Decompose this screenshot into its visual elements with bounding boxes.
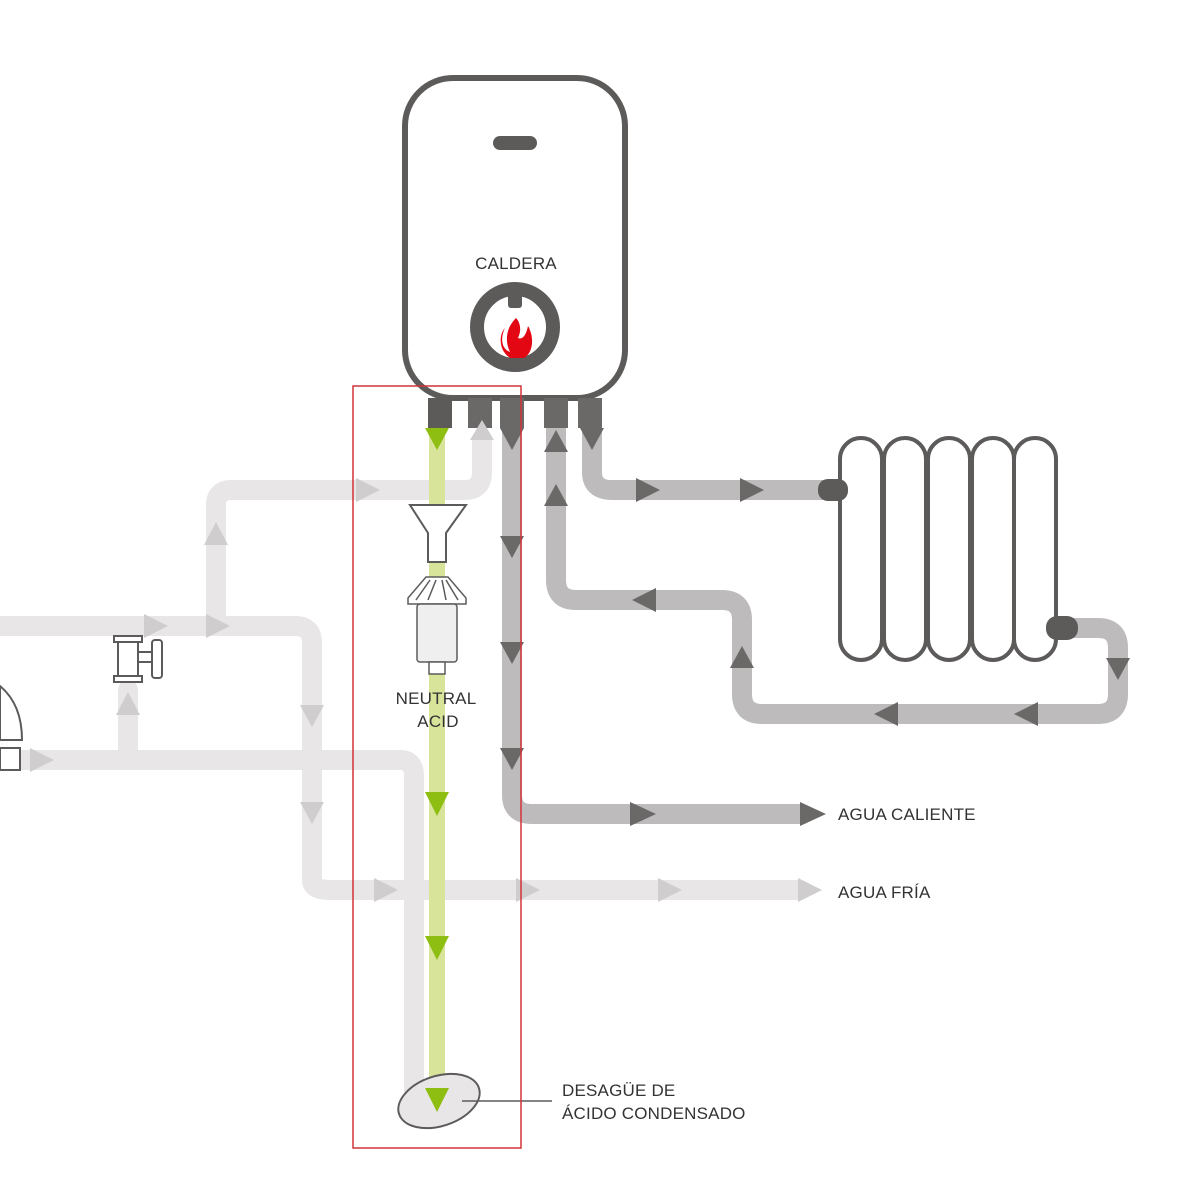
heating-return-pipe (546, 402, 1128, 724)
flame-icon (500, 318, 533, 358)
flow-arrow (425, 1088, 449, 1112)
radiator-outlet-valve (1046, 616, 1078, 640)
valve-icon (113, 635, 163, 683)
heating-arrows (500, 428, 1130, 826)
flow-arrow (356, 478, 380, 502)
cold-branch-to-boiler (206, 430, 492, 636)
cold-water-label: AGUA FRÍA (838, 883, 931, 902)
flow-arrow (740, 478, 764, 502)
boiler-label: CALDERA (475, 254, 557, 273)
neutralizer-label-line2: ACID (417, 712, 458, 731)
flow-arrow (730, 646, 754, 668)
flow-arrow (374, 878, 398, 902)
drain-label-line2: ÁCIDO CONDENSADO (562, 1104, 746, 1123)
flow-arrow (516, 878, 540, 902)
flow-arrow (204, 522, 228, 545)
flow-arrow (500, 748, 524, 770)
flow-arrow (658, 878, 682, 902)
radiator-icon (838, 436, 1058, 662)
water-tank-icon (0, 684, 24, 771)
funnel-icon (408, 504, 468, 563)
condensate-highlight-box (352, 385, 522, 1149)
flow-arrow (544, 430, 568, 452)
cold-water-arrows (30, 420, 822, 902)
cold-water-pipes (0, 430, 810, 1100)
flow-arrow (425, 428, 449, 450)
boiler-icon (402, 75, 628, 428)
hot-water-pipe (502, 402, 810, 824)
heating-pipes (502, 402, 1128, 824)
drain-label-line1: DESAGÜE DE (562, 1081, 675, 1100)
flow-arrow (800, 802, 826, 826)
flow-arrow (636, 478, 660, 502)
flow-arrow (500, 428, 524, 450)
flow-arrow (580, 428, 604, 450)
neutralizer-icon (407, 576, 467, 675)
flow-arrow (30, 748, 54, 772)
flow-arrow (500, 642, 524, 664)
hot-water-label: AGUA CALIENTE (838, 805, 976, 824)
flow-arrow (798, 878, 822, 902)
flow-arrow (544, 484, 568, 506)
flow-arrow (144, 614, 168, 638)
neutralizer-label-line1: NEUTRAL (396, 689, 477, 708)
heating-flow-pipe (582, 402, 836, 500)
flow-arrow (1106, 658, 1130, 680)
boiler-display-slot (493, 136, 537, 150)
radiator-inlet-valve (818, 479, 848, 501)
flow-arrow (116, 692, 140, 715)
flow-arrow (630, 802, 656, 826)
flow-arrow (500, 536, 524, 558)
flow-arrow (1014, 702, 1038, 726)
flow-arrow (206, 614, 230, 638)
flow-arrow (632, 588, 656, 612)
condensate-arrows (425, 428, 449, 1112)
mains-pipe-lower (10, 750, 424, 1100)
flow-arrow (425, 936, 449, 960)
flow-arrow (874, 702, 898, 726)
flow-arrow (425, 792, 449, 816)
flow-arrow (470, 420, 494, 440)
flow-arrow (300, 802, 324, 824)
flow-arrow (300, 705, 324, 727)
